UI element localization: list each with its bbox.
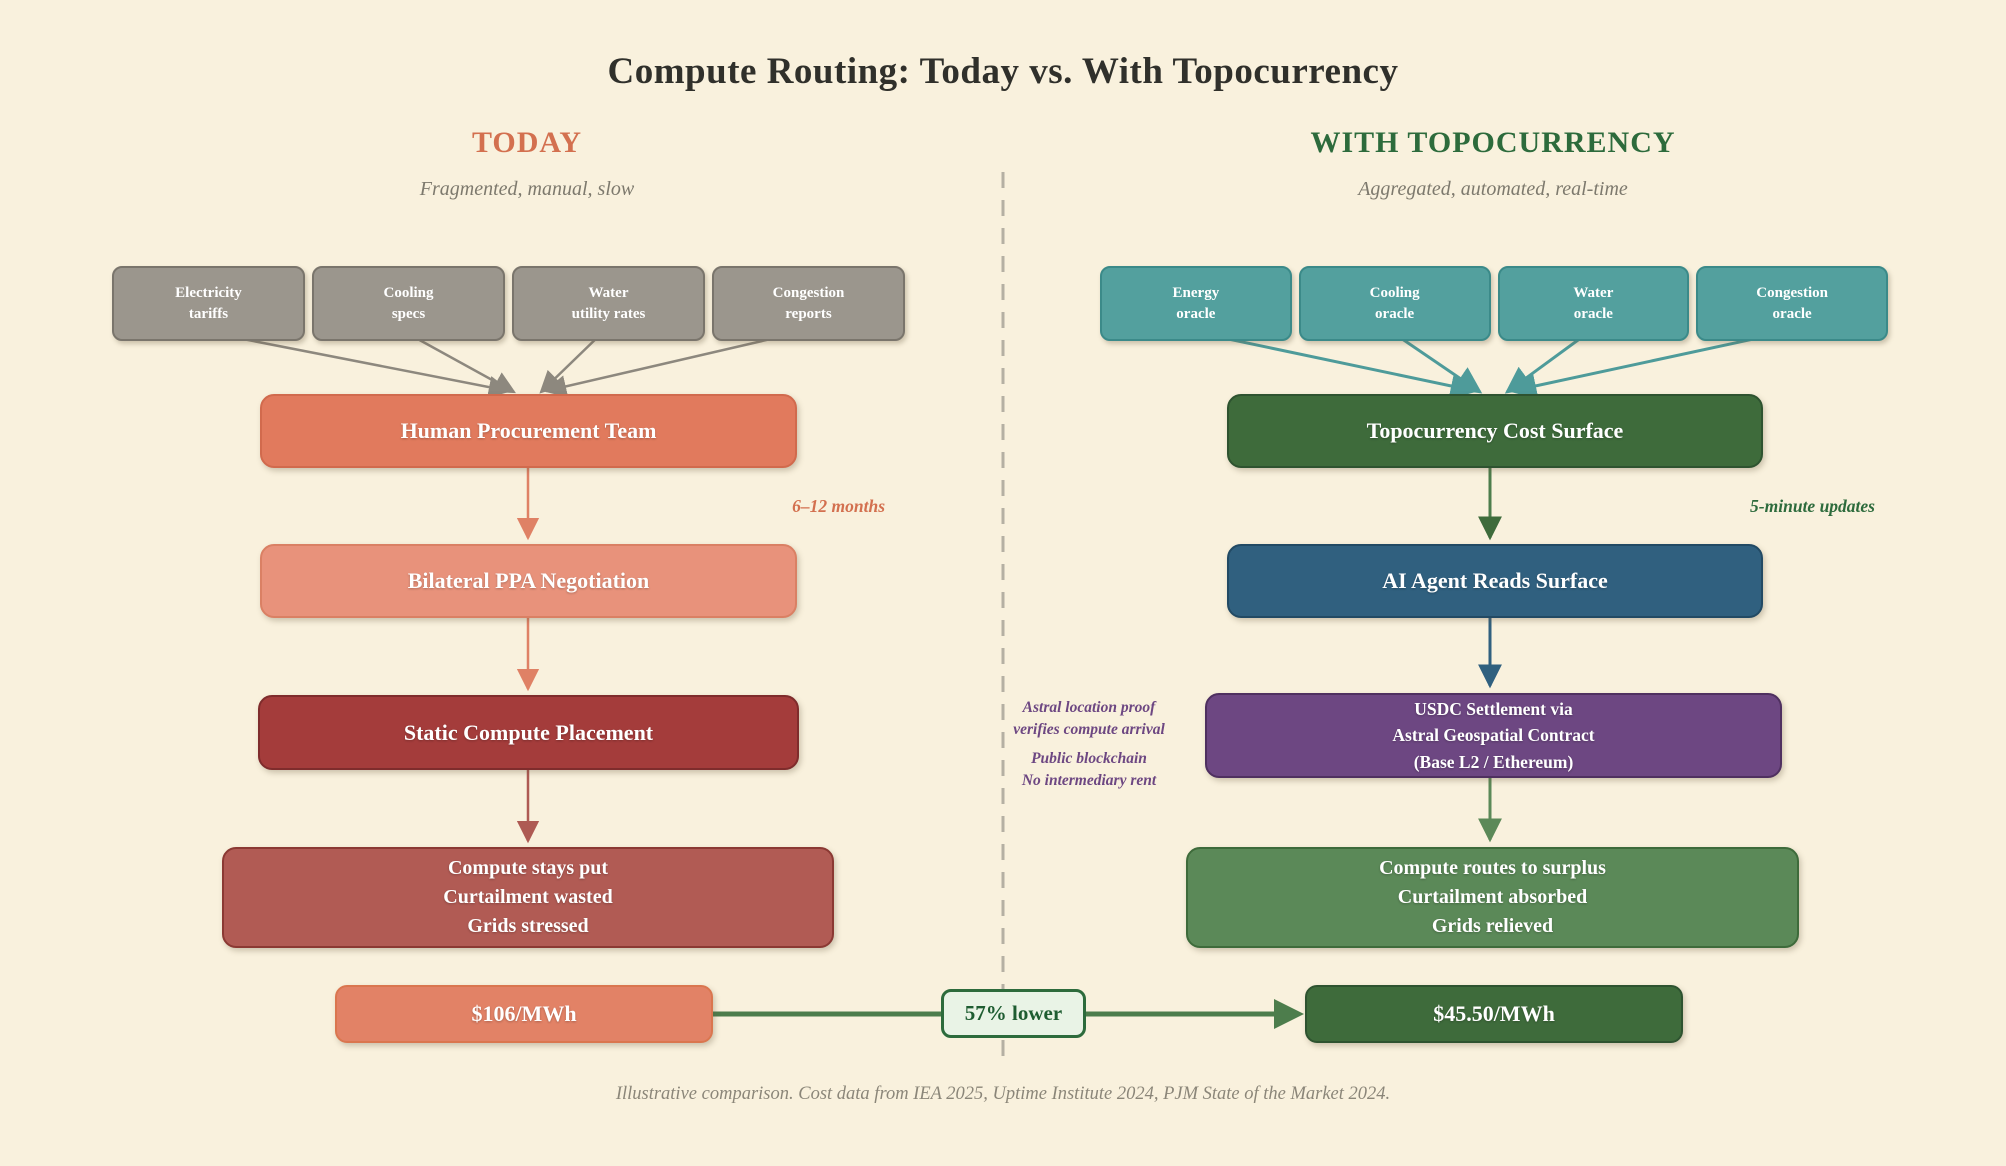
input-cooling-oracle: Cooling oracle — [1298, 266, 1491, 341]
node-ai-agent-reads-surface: AI Agent Reads Surface — [1227, 544, 1763, 618]
node-static-compute-placement: Static Compute Placement — [258, 695, 799, 770]
node-today-outcome: Compute stays put Curtailment wasted Gri… — [222, 847, 834, 948]
page-title: Compute Routing: Today vs. With Topocurr… — [607, 51, 1399, 92]
today-timing-annotation: 6–12 months — [792, 496, 885, 516]
today-column-subtitle: Fragmented, manual, slow — [419, 178, 635, 200]
node-topocurrency-cost-surface: Topocurrency Cost Surface — [1227, 394, 1763, 468]
node-usdc-settlement: USDC Settlement via Astral Geospatial Co… — [1205, 693, 1782, 778]
node-bilateral-ppa-negotiation: Bilateral PPA Negotiation — [260, 544, 797, 618]
input-congestion-reports: Congestion reports — [712, 266, 905, 341]
topo-cost-badge: $45.50/MWh — [1305, 985, 1683, 1043]
percent-lower-badge: 57% lower — [941, 989, 1086, 1038]
input-energy-oracle: Energy oracle — [1100, 266, 1292, 341]
today-input-row: Electricity tariffs Cooling specs Water … — [112, 266, 905, 341]
topo-column-subtitle: Aggregated, automated, real-time — [1358, 178, 1628, 200]
input-water-utility-rates: Water utility rates — [512, 266, 705, 341]
blockchain-note: Public blockchain No intermediary rent — [1021, 750, 1157, 789]
input-water-oracle: Water oracle — [1497, 266, 1690, 341]
node-human-procurement-team: Human Procurement Team — [260, 394, 797, 468]
astral-proof-note: Astral location proof verifies compute a… — [1013, 699, 1165, 738]
topo-input-row: Energy oracle Cooling oracle Water oracl… — [1100, 266, 1888, 341]
today-cost-badge: $106/MWh — [335, 985, 713, 1043]
today-input-fan-arrows — [206, 330, 802, 399]
input-congestion-oracle: Congestion oracle — [1696, 266, 1888, 341]
topo-timing-annotation: 5-minute updates — [1750, 496, 1875, 516]
topo-column-header: WITH TOPOCURRENCY — [1310, 126, 1676, 159]
node-topo-outcome: Compute routes to surplus Curtailment ab… — [1186, 847, 1799, 948]
input-electricity-tariffs: Electricity tariffs — [112, 266, 305, 341]
footer-source-note: Illustrative comparison. Cost data from … — [615, 1084, 1391, 1104]
input-cooling-specs: Cooling specs — [312, 266, 505, 341]
today-column-header: TODAY — [471, 126, 583, 159]
topo-input-fan-arrows — [1194, 330, 1787, 400]
